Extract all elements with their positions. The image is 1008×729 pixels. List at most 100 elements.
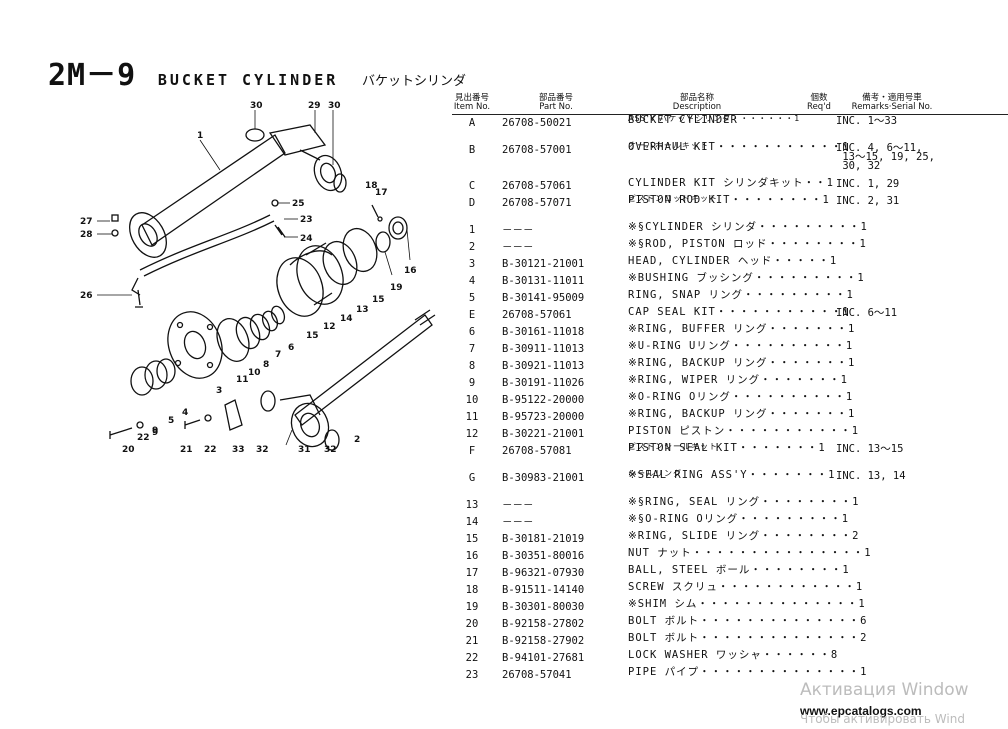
callout-28: 28 bbox=[80, 230, 93, 240]
cell-description-line1: BALL, STEEL ボール・・・・・・・・1 bbox=[628, 564, 850, 576]
cell-part-no: 26708-57071 bbox=[502, 197, 572, 209]
cell-remarks: INC. 13～15 bbox=[836, 443, 904, 455]
cell-part-no: B-91511-14140 bbox=[502, 584, 585, 596]
cell-part-no: －－－ bbox=[502, 499, 534, 511]
table-header: 見出番号 Item No. 部品番号 Part No. 部品名称 Descrip… bbox=[452, 90, 1008, 115]
cell-part-no: B-30911-11013 bbox=[502, 343, 585, 355]
callout-15b: 15 bbox=[306, 331, 319, 341]
callout-10: 10 bbox=[248, 368, 261, 378]
activation-watermark: Активация Window bbox=[800, 680, 969, 700]
callout-23: 23 bbox=[300, 215, 313, 225]
cell-description-line1: ※SHIM シム・・・・・・・・・・・・・・1 bbox=[628, 598, 866, 610]
page-code: 2M－9 bbox=[48, 58, 137, 93]
cell-item-no: E bbox=[468, 309, 476, 321]
cell-part-no: B-30921-11013 bbox=[502, 360, 585, 372]
activation-watermark-sub: Чтобы активировать Wind bbox=[800, 712, 965, 726]
cell-part-no: B-95723-20000 bbox=[502, 411, 585, 423]
cell-item-no: 20 bbox=[465, 618, 479, 630]
cell-remarks: INC. 2, 31 bbox=[836, 195, 900, 207]
callout-11: 11 bbox=[236, 375, 249, 385]
cell-part-no: B-30141-95009 bbox=[502, 292, 585, 304]
cell-remarks: INC. 13, 14 bbox=[836, 470, 906, 482]
cell-description-line1: ※U-RING Uリング・・・・・・・・・・1 bbox=[628, 340, 854, 352]
cell-part-no: 26708-57061 bbox=[502, 180, 572, 192]
cell-item-no: 14 bbox=[465, 516, 479, 528]
cell-description-line1: LOCK WASHER ワッシャ・・・・・・8 bbox=[628, 649, 839, 661]
cell-part-no: B-30351-80016 bbox=[502, 550, 585, 562]
exploded-diagram: 30 29 30 1 27 28 25 23 24 26 18 17 16 19… bbox=[80, 101, 436, 455]
cell-description-line1: ※§CYLINDER シリンダ・・・・・・・・・1 bbox=[628, 221, 868, 233]
cell-description-line1: ※O-RING Oリング・・・・・・・・・・1 bbox=[628, 391, 854, 403]
cell-item-no: 8 bbox=[468, 360, 476, 372]
cell-description-line1: RING, SNAP リング・・・・・・・・・1 bbox=[628, 289, 854, 301]
header-qty-jp: 個数 bbox=[810, 93, 828, 103]
callout-2: 2 bbox=[354, 435, 360, 445]
callout-8: 8 bbox=[263, 360, 269, 370]
cell-item-no: 23 bbox=[465, 669, 479, 681]
cell-item-no: 17 bbox=[465, 567, 479, 579]
cell-part-no: B-30983-21001 bbox=[502, 472, 585, 484]
cell-item-no: C bbox=[468, 180, 476, 192]
cell-description-line1: BUCKET CYLINDER bbox=[628, 114, 738, 126]
cell-item-no: 1 bbox=[468, 224, 476, 236]
cell-part-no: B-95122-20000 bbox=[502, 394, 585, 406]
cell-description-line1: ※§O-RING Oリング・・・・・・・・・1 bbox=[628, 513, 850, 525]
cylinder-tube bbox=[141, 134, 286, 246]
cell-part-no: B-30121-21001 bbox=[502, 258, 585, 270]
header-desc: 部品名称 Description bbox=[657, 94, 737, 112]
cell-description-line2: ピストンシールキット bbox=[628, 442, 718, 451]
callout-13: 13 bbox=[356, 305, 369, 315]
cell-description-line1: CAP SEAL KIT・・・・・・・・・・・1 bbox=[628, 306, 850, 318]
callout-14: 14 bbox=[340, 314, 353, 324]
header-part-en: Part No. bbox=[539, 102, 573, 112]
cell-part-no: －－－ bbox=[502, 516, 534, 528]
callout-24: 24 bbox=[300, 234, 313, 244]
callout-6: 6 bbox=[288, 343, 294, 353]
cell-item-no: 18 bbox=[465, 584, 479, 596]
cell-description-line1: ※BUSHING ブッシング・・・・・・・・・1 bbox=[628, 272, 865, 284]
cell-item-no: 13 bbox=[465, 499, 479, 511]
callout-20: 20 bbox=[122, 445, 135, 455]
header-part: 部品番号 Part No. bbox=[516, 94, 596, 112]
cell-item-no: 22 bbox=[465, 652, 479, 664]
callout-5: 5 bbox=[168, 416, 174, 426]
cell-remarks: INC. 1～33 bbox=[836, 115, 898, 127]
cell-description-line1: PISTON ROD KIT・・・・・・・・1 bbox=[628, 194, 830, 206]
header-remarks: 備考・適用号車 Remarks·Serial No. bbox=[847, 94, 937, 112]
cell-description-line1: CYLINDER KIT シリンダキット・・1 bbox=[628, 177, 835, 189]
header-item: 見出番号 Item No. bbox=[452, 94, 492, 112]
cell-item-no: 6 bbox=[468, 326, 476, 338]
cell-description-line1: PISTON ピストン・・・・・・・・・・・1 bbox=[628, 425, 860, 437]
cell-part-no: －－－ bbox=[502, 241, 534, 253]
header-item-jp: 見出番号 bbox=[454, 93, 489, 103]
callout-4: 4 bbox=[182, 408, 188, 418]
cell-description-line1: ※§RING, SEAL リング・・・・・・・・1 bbox=[628, 496, 860, 508]
cell-item-no: F bbox=[468, 445, 476, 457]
cell-item-no: G bbox=[468, 472, 476, 484]
cell-part-no: B-30131-11011 bbox=[502, 275, 585, 287]
table-row: 2－－－※§ROD, PISTON ロッド・・・・・・・・1 bbox=[452, 239, 1008, 256]
header-remarks-en: Remarks·Serial No. bbox=[851, 102, 933, 112]
cell-part-no: B-30221-21001 bbox=[502, 428, 585, 440]
cell-part-no: －－－ bbox=[502, 224, 534, 236]
cell-item-no: 11 bbox=[465, 411, 479, 423]
callout-17: 17 bbox=[375, 188, 388, 198]
cell-description-line2: オーバホールキット bbox=[628, 141, 709, 150]
header-qty: 個数 Req'd bbox=[804, 94, 834, 112]
